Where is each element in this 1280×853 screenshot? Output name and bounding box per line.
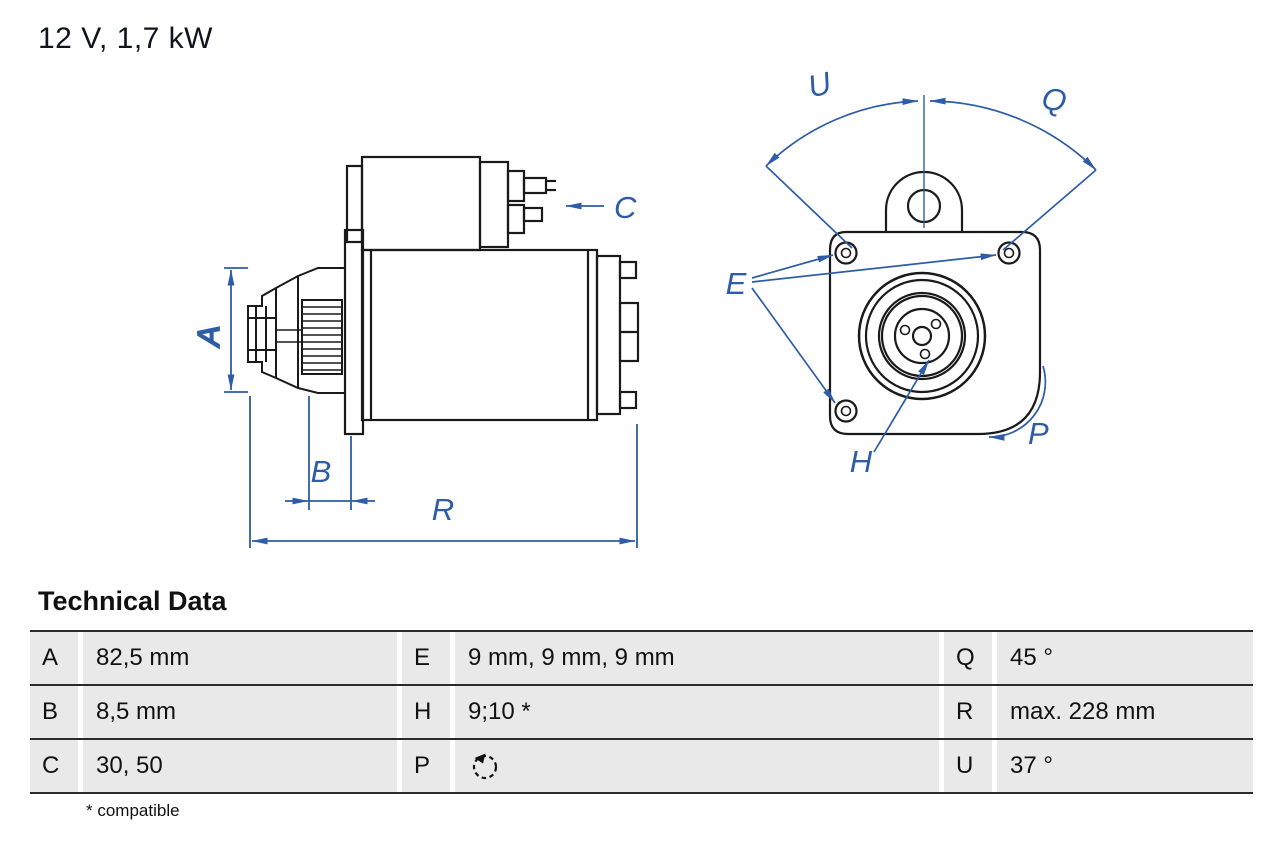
spec-value-C: 30, 50 — [83, 740, 397, 792]
spec-value-U: 37 ° — [997, 740, 1253, 792]
spec-value-R: max. 228 mm — [997, 686, 1253, 738]
angle-leg-Q — [1002, 169, 1097, 251]
spec-value-P — [455, 740, 939, 792]
leader-line-H — [873, 359, 930, 453]
spec-value-Q: 45 ° — [997, 632, 1253, 684]
spec-value-H: 9;10 * — [455, 686, 939, 738]
spec-key-E: E — [402, 632, 450, 684]
spec-value-B: 8,5 mm — [83, 686, 397, 738]
spec-key-B: B — [30, 686, 78, 738]
gear-teeth-hatch — [276, 306, 342, 371]
label-A: A — [191, 326, 226, 349]
spec-key-U: U — [944, 740, 992, 792]
front-view-drawing — [828, 170, 1042, 436]
mounting-flange-plate — [828, 170, 1042, 436]
page-title: 12 V, 1,7 kW — [38, 22, 213, 55]
side-view-dimensions: A B R C — [190, 190, 638, 548]
spec-value-A: 82,5 mm — [83, 632, 397, 684]
spec-key-R: R — [944, 686, 992, 738]
label-Q: Q — [1039, 80, 1070, 119]
label-E: E — [726, 266, 747, 301]
dimension-A — [224, 267, 248, 393]
center-bearing-rings — [857, 271, 987, 401]
dimension-B — [285, 396, 375, 510]
label-U: U — [804, 65, 835, 105]
side-view-drawing — [247, 155, 640, 436]
table-row: C 30, 50 P U 37 ° — [30, 738, 1253, 794]
technical-data-heading: Technical Data — [38, 586, 227, 616]
spec-value-E: 9 mm, 9 mm, 9 mm — [455, 632, 939, 684]
table-footnote: * compatible — [86, 801, 180, 820]
spec-key-Q: Q — [944, 632, 992, 684]
angle-arc-Q — [929, 97, 1097, 171]
leader-lines-E — [751, 253, 997, 404]
starter-motor-technical-drawing: A B R C — [190, 65, 1097, 548]
label-B: B — [311, 454, 332, 489]
angle-leg-U — [765, 165, 853, 249]
rotation-ccw-icon — [472, 753, 498, 780]
flange — [343, 228, 365, 436]
table-row: A 82,5 mm E 9 mm, 9 mm, 9 mm Q 45 ° — [30, 630, 1253, 684]
label-P: P — [1028, 416, 1049, 451]
dimension-R — [249, 396, 638, 548]
angle-arc-U — [765, 98, 919, 167]
technical-data-table: A 82,5 mm E 9 mm, 9 mm, 9 mm Q 45 ° B 8,… — [30, 630, 1253, 794]
label-R: R — [432, 492, 454, 527]
spec-key-A: A — [30, 632, 78, 684]
spec-key-C: C — [30, 740, 78, 792]
label-H: H — [850, 444, 873, 479]
spec-key-P: P — [402, 740, 450, 792]
solenoid — [345, 155, 556, 252]
drive-end-housing — [247, 267, 345, 394]
spec-key-H: H — [402, 686, 450, 738]
rotation-arrow-P — [988, 365, 1047, 441]
table-row: B 8,5 mm H 9;10 * R max. 228 mm — [30, 684, 1253, 738]
label-C: C — [614, 190, 637, 225]
front-view-annotations: U Q E H P — [726, 65, 1097, 479]
motor-body — [360, 248, 640, 422]
